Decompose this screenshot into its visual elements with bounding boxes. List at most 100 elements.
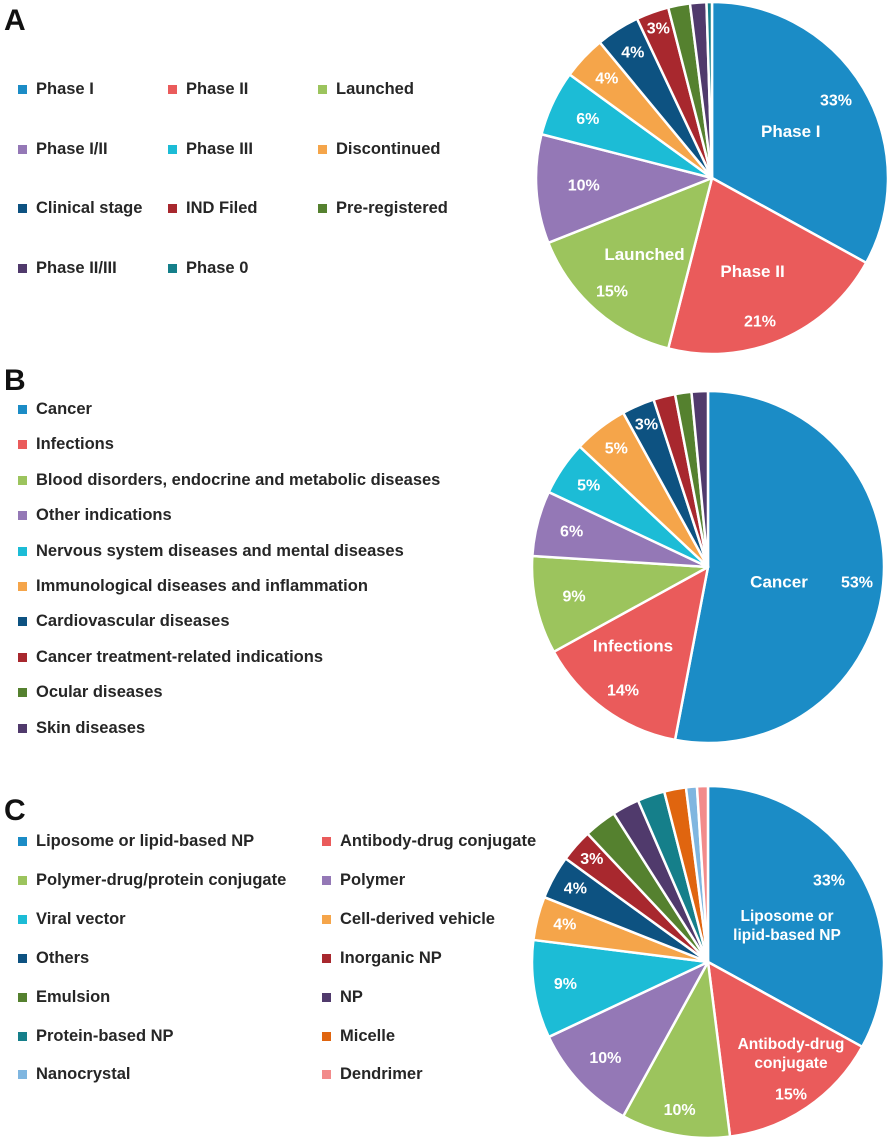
- legend-item-nervous-system-diseases-and-mental-diseases: Nervous system diseases and mental disea…: [18, 542, 404, 561]
- legend-label: Micelle: [340, 1026, 396, 1045]
- legend-label: Launched: [336, 80, 414, 98]
- slice-value-label: 6%: [576, 111, 599, 128]
- slice-value-label: 3%: [647, 20, 670, 37]
- legend-label: Antibody-drug conjugate: [340, 832, 537, 850]
- pie-slice-liposome-or-lipid-based-np: [706, 784, 886, 1049]
- legend-label: Cardiovascular diseases: [36, 612, 230, 631]
- slice-name-label: Phase I: [761, 122, 821, 141]
- legend-label: Other indications: [36, 506, 172, 525]
- legend-label: Phase I/II: [36, 139, 108, 158]
- legend-item-emulsion: Emulsion: [18, 988, 110, 1007]
- slice-value-label: 4%: [621, 45, 644, 62]
- legend-item-nanocrystal: Nanocrystal: [18, 1065, 130, 1084]
- legend-label: Phase III: [186, 139, 253, 158]
- legend-item-immunological-diseases-and-inflammation: Immunological diseases and inflammation: [18, 577, 368, 596]
- legend-label: Viral vector: [36, 909, 126, 928]
- pie-slice-polymer: [547, 960, 710, 1118]
- legend-label: Cell-derived vehicle: [340, 909, 495, 928]
- legend-label: Pre-registered: [336, 199, 448, 217]
- slice-value-label: 53%: [841, 575, 873, 592]
- slice-value-label: 14%: [607, 683, 639, 700]
- slice-value-label: 15%: [775, 1087, 807, 1104]
- legend-label: Clinical stage: [36, 199, 143, 217]
- slice-value-label: 5%: [577, 477, 600, 494]
- legend-label: Skin diseases: [36, 718, 146, 737]
- legend-item-polymer: Polymer: [322, 871, 405, 890]
- legend-label: Liposome or lipid-based NP: [36, 832, 255, 850]
- legend-item-cancer: Cancer: [18, 400, 92, 419]
- legend-swatch: [168, 263, 177, 273]
- legend-swatch: [18, 688, 27, 698]
- legend-label: Phase II/III: [36, 258, 117, 277]
- legend-label: Immunological diseases and inflammation: [36, 577, 368, 595]
- legend-item-phase-i: Phase I: [18, 80, 94, 99]
- pie-slice-phase-i: [710, 0, 890, 265]
- legend-item-phase-i-ii: Phase I/II: [18, 140, 108, 159]
- legend-item-inorganic-np: Inorganic NP: [322, 949, 442, 968]
- legend-swatch: [18, 1031, 27, 1041]
- legend-label: NP: [340, 987, 363, 1006]
- legend-label: Polymer-drug/protein conjugate: [36, 870, 287, 889]
- legend-item-other-indications: Other indications: [18, 506, 172, 525]
- legend-item-launched: Launched: [318, 80, 414, 99]
- legend-item-discontinued: Discontinued: [318, 140, 441, 159]
- pie-slice-dendrimer: [695, 784, 710, 964]
- slice-name-label: Liposome or: [740, 908, 833, 925]
- legend-label: Phase 0: [186, 258, 249, 277]
- legend-swatch: [322, 914, 331, 924]
- legend-label: Cancer treatment-related indications: [36, 647, 323, 666]
- legend-item-antibody-drug-conjugate: Antibody-drug conjugate: [322, 832, 536, 851]
- legend-swatch: [18, 85, 27, 94]
- pie-slice-blood-disorders-endocrine-and-metabolic-diseases: [530, 554, 710, 654]
- slice-value-label: 6%: [560, 523, 583, 540]
- slice-value-label: 3%: [580, 851, 603, 868]
- slice-name-label: conjugate: [754, 1055, 828, 1072]
- legend-label: Phase I: [36, 80, 94, 98]
- legend-swatch: [168, 144, 177, 154]
- slice-value-label: 33%: [820, 93, 852, 110]
- legend-swatch: [18, 475, 27, 485]
- legend-swatch: [18, 953, 27, 963]
- legend-label: Phase II: [186, 80, 249, 98]
- legend-swatch: [18, 440, 27, 450]
- legend-item-infections: Infections: [18, 435, 114, 454]
- legend-label: Discontinued: [336, 139, 441, 158]
- slice-name-label: Infections: [593, 637, 673, 656]
- legend-item-skin-diseases: Skin diseases: [18, 719, 145, 738]
- legend-swatch: [322, 1031, 331, 1041]
- legend-item-protein-based-np: Protein-based NP: [18, 1027, 174, 1046]
- slice-name-label: Phase II: [720, 262, 784, 281]
- legend-label: Nervous system diseases and mental disea…: [36, 541, 404, 560]
- legend-swatch: [322, 953, 331, 963]
- pie-slice-skin-diseases: [690, 389, 710, 569]
- legend-item-phase-ii: Phase II: [168, 80, 248, 99]
- legend-label: Dendrimer: [340, 1065, 423, 1084]
- legend-item-polymer-drug-protein-conjugate: Polymer-drug/protein conjugate: [18, 871, 286, 890]
- legend-item-clinical-stage: Clinical stage: [18, 199, 142, 218]
- legend-swatch: [18, 263, 27, 273]
- slice-value-label: 15%: [596, 284, 628, 301]
- panel-b-letter: B: [4, 364, 26, 397]
- legend-item-micelle: Micelle: [322, 1027, 395, 1046]
- legend-swatch: [318, 204, 327, 213]
- legend-label: Polymer: [340, 870, 406, 889]
- legend-swatch: [322, 992, 331, 1002]
- legend-swatch: [322, 837, 331, 846]
- slice-value-label: 9%: [562, 588, 585, 605]
- slice-value-label: 21%: [744, 314, 776, 331]
- legend-swatch: [18, 1070, 27, 1080]
- legend-item-dendrimer: Dendrimer: [322, 1065, 423, 1084]
- slice-value-label: 33%: [813, 873, 845, 890]
- panel-c-letter: C: [4, 794, 26, 827]
- slice-name-label: Cancer: [750, 573, 808, 592]
- slice-name-label: Antibody-drug: [738, 1036, 845, 1053]
- legend-swatch: [18, 546, 27, 556]
- pie-slice-cancer: [673, 389, 886, 745]
- legend-label: Nanocrystal: [36, 1065, 131, 1084]
- legend-label: IND Filed: [186, 199, 258, 217]
- legend-swatch: [18, 723, 27, 733]
- legend-swatch: [18, 144, 27, 154]
- legend-label: Ocular diseases: [36, 683, 163, 702]
